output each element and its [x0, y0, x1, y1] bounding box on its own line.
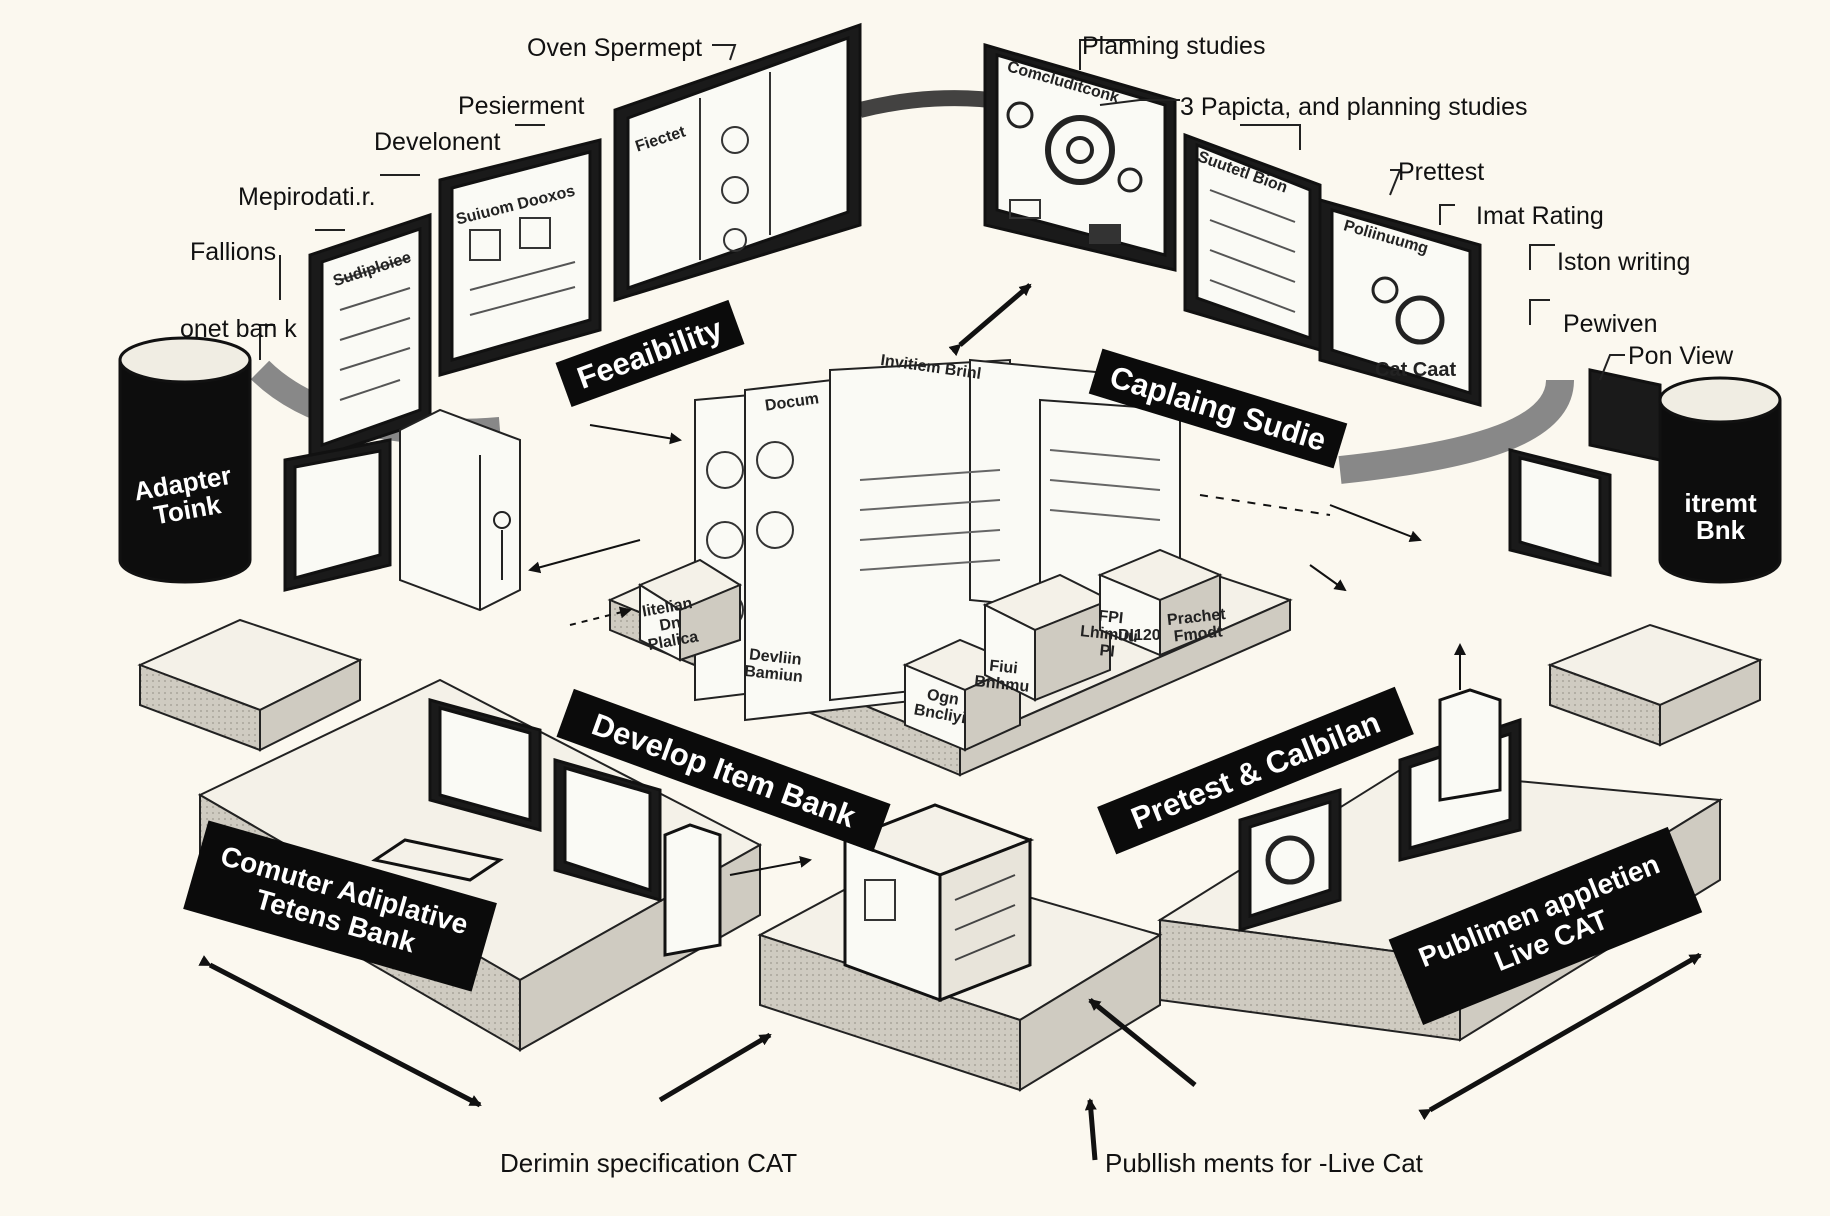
bottom-label-right: Publlish ments for -Live Cat	[1105, 1148, 1423, 1178]
callout-pon-view: Pon View	[1628, 342, 1734, 370]
callout-mepirodatir: Mepirodati.r.	[238, 183, 376, 211]
screen6-footer: Cat Caat	[1375, 359, 1457, 381]
left-side-monitor	[283, 438, 392, 592]
cylinder-itemt-line1: itremt	[1684, 488, 1757, 518]
cylinder-itemt-line2: Bnk	[1695, 515, 1746, 546]
right-desk-monitors	[1238, 688, 1522, 933]
monitor-2	[438, 138, 602, 377]
callout-imat-rating: Imat Rating	[1476, 202, 1604, 230]
box-label-1: Iitelian Dn Plalica	[641, 595, 700, 654]
callout-pewiven: Pewiven	[1563, 310, 1658, 338]
callout-leaders	[259, 39, 1625, 381]
monitor-1	[308, 212, 432, 463]
left-pedestal	[137, 618, 363, 752]
box-label-2: Devliin Bamiun	[743, 646, 805, 687]
left-desk-monitors	[371, 698, 722, 957]
monitor-6	[1318, 198, 1482, 407]
monitor-5	[1183, 132, 1322, 353]
box-label-6: DI120	[1118, 627, 1161, 644]
right-ribbon	[1338, 378, 1574, 484]
flow-connectors	[528, 424, 1466, 876]
server-cube	[840, 803, 1035, 1003]
callout-onet-bank: onet ban k	[180, 315, 297, 343]
center-boxes	[637, 548, 1223, 752]
callout-prettest: Prettest	[1398, 158, 1485, 186]
right-side-monitor	[1508, 368, 1662, 577]
callout-develonent: Develonent	[374, 128, 501, 156]
monitor-3	[613, 22, 862, 303]
callout-fallions: Fallions	[190, 238, 277, 266]
callout-oven-spermept: Oven Spermept	[527, 34, 703, 62]
cylinder-right	[1658, 376, 1782, 584]
bottom-label-left: Derimin specification CAT	[500, 1148, 798, 1178]
callout-papicta: 3 Papicta, and planning studies	[1180, 93, 1528, 121]
callout-planning-studies: Planning studies	[1082, 32, 1266, 60]
box-label-4: Fiui Bnhmu	[973, 657, 1031, 696]
callout-pesierment: Pesierment	[458, 92, 585, 120]
process-arrows	[198, 283, 1702, 1161]
cylinder-left	[118, 336, 252, 584]
callout-iston-writing: Iston writing	[1557, 248, 1691, 276]
box-label-7: Prachet Fmodt	[1166, 606, 1228, 647]
server-tower-left	[399, 408, 521, 612]
cylinder-itemt-label: itremt Bnk	[1668, 488, 1773, 546]
right-pedestal	[1547, 623, 1763, 747]
